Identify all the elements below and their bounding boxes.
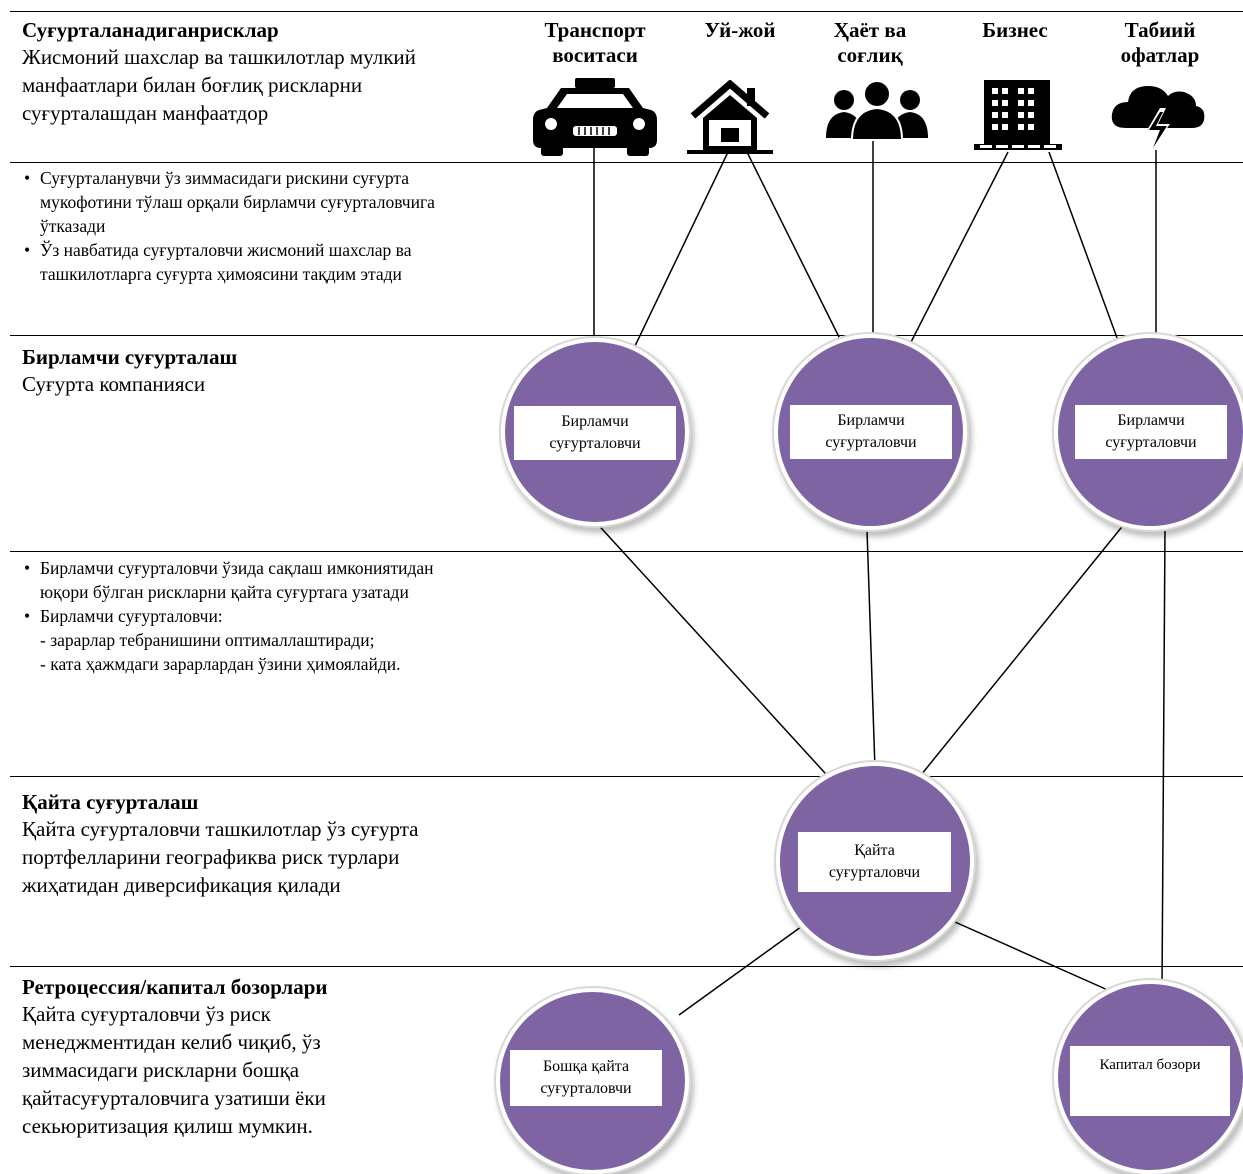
reinsurer-label: Қайта суғурталовчи [798, 832, 951, 892]
node-text: суғурталовчи [549, 435, 641, 452]
node-text: суғурталовчи [1105, 434, 1197, 451]
primary-bullets: Бирламчи суғурталовчи ўзида сақлаш имкон… [22, 556, 462, 676]
node-text: Бирламчи [561, 413, 629, 430]
node-text: суғурталовчи [825, 434, 917, 451]
capital-market-label: Капитал бозори [1070, 1046, 1230, 1116]
category-label: воситаси [552, 43, 638, 67]
category-housing: Уй-жой [670, 18, 810, 43]
category-label: офатлар [1120, 43, 1200, 67]
line-house-primary2 [746, 151, 842, 342]
category-life-health: Ҳаёт ва соғлиқ [800, 18, 940, 68]
node-text: Капитал бозори [1099, 1057, 1201, 1073]
node-text: суғурталовчи [828, 864, 921, 881]
separator-top [10, 11, 1243, 12]
category-label: Табиий [1124, 18, 1196, 42]
line-building-primary3 [1048, 151, 1121, 347]
list-item: Бирламчи суғурталовчи: - зарарлар тебран… [22, 604, 462, 676]
section-reinsurance-text: Қайта суғурталовчи ташкилотлар ўз суғурт… [22, 817, 419, 897]
category-transport: Транспорт воситаси [510, 18, 680, 68]
section-primary-text: Суғурта компанияси [22, 372, 206, 396]
primary-insurer-label-1: Бирламчи суғурталовчи [514, 406, 676, 460]
section-reinsurance-title: Қайта суғурталаш [22, 790, 199, 814]
separator-5 [10, 966, 1243, 967]
people-icon [826, 80, 928, 141]
other-reinsurer-label: Бошқа қайта суғурталовчи [510, 1050, 662, 1106]
list-item: Ўз навбатида суғурталовчи жисмоний шахсл… [22, 238, 477, 286]
category-business: Бизнес [945, 18, 1085, 43]
category-natural-disasters: Табиий офатлар [1090, 18, 1230, 68]
category-label: Уй-жой [704, 18, 776, 42]
category-label: Ҳаёт ва [833, 18, 907, 42]
separator-4 [10, 776, 1243, 777]
section-insured: Суғурталанадиганрисклар Жисмоний шахслар… [22, 18, 492, 127]
line-reinsurer-capital [936, 913, 1111, 992]
house-icon [687, 80, 773, 154]
list-item: Бирламчи суғурталовчи ўзида сақлаш имкон… [22, 556, 462, 604]
line-reinsurer-other [678, 923, 806, 1016]
section-insured-title: Суғурталанадиганрисклар [22, 18, 279, 42]
separator-2 [10, 335, 1243, 336]
section-reinsurance: Қайта суғурталаш Қайта суғурталовчи ташк… [22, 790, 492, 899]
node-text: Қайта [854, 842, 895, 859]
category-label: Транспорт [544, 18, 646, 42]
node-text: Бошқа қайта [542, 1058, 630, 1075]
separator-1 [10, 162, 1243, 163]
car-icon [533, 78, 657, 156]
line-primary2-reinsurer [866, 529, 876, 770]
primary-insurer-label-3: Бирламчи суғурталовчи [1075, 405, 1227, 459]
section-insured-text: Жисмоний шахслар ва ташкилотлар мулкий м… [22, 45, 416, 125]
node-text: Бирламчи [837, 412, 905, 429]
building-icon [974, 80, 1062, 150]
section-retro-text: Қайта суғурталовчи ўз риск менеджментида… [22, 1002, 326, 1138]
line-building-primary2 [908, 151, 1009, 347]
list-item: Суғурталанувчи ўз зиммасидаги рискини су… [22, 166, 477, 238]
primary-insurer-label-2: Бирламчи суғурталовчи [790, 405, 952, 459]
list-subitem: - ката ҳажмдаги зарарлардан ўзини ҳимоял… [40, 654, 401, 674]
list-subitem: - зарарлар тебранишини оптималлаштиради; [40, 630, 375, 650]
list-item-text: Бирламчи суғурталовчи: [40, 606, 223, 626]
category-label: Бизнес [982, 18, 1048, 42]
category-label: соғлиқ [837, 43, 903, 67]
line-primary1-reinsurer [591, 517, 836, 785]
transfer-bullets: Суғурталанувчи ўз зиммасидаги рискини су… [22, 166, 477, 286]
storm-cloud-icon [1111, 86, 1205, 152]
section-primary-title: Бирламчи суғурталаш [22, 345, 238, 369]
section-retro-title: Ретроцессия/капитал бозорлари [22, 975, 328, 999]
node-text: суғурталовчи [540, 1080, 632, 1097]
section-retro: Ретроцессия/капитал бозорлари Қайта суғу… [22, 975, 492, 1140]
line-primary3-capital [1161, 527, 1166, 989]
line-primary3-reinsurer [920, 522, 1126, 776]
line-house-primary1 [634, 151, 729, 347]
node-text: Бирламчи [1117, 412, 1185, 429]
section-primary: Бирламчи суғурталаш Суғурта компанияси [22, 345, 492, 398]
separator-3 [10, 551, 1243, 552]
